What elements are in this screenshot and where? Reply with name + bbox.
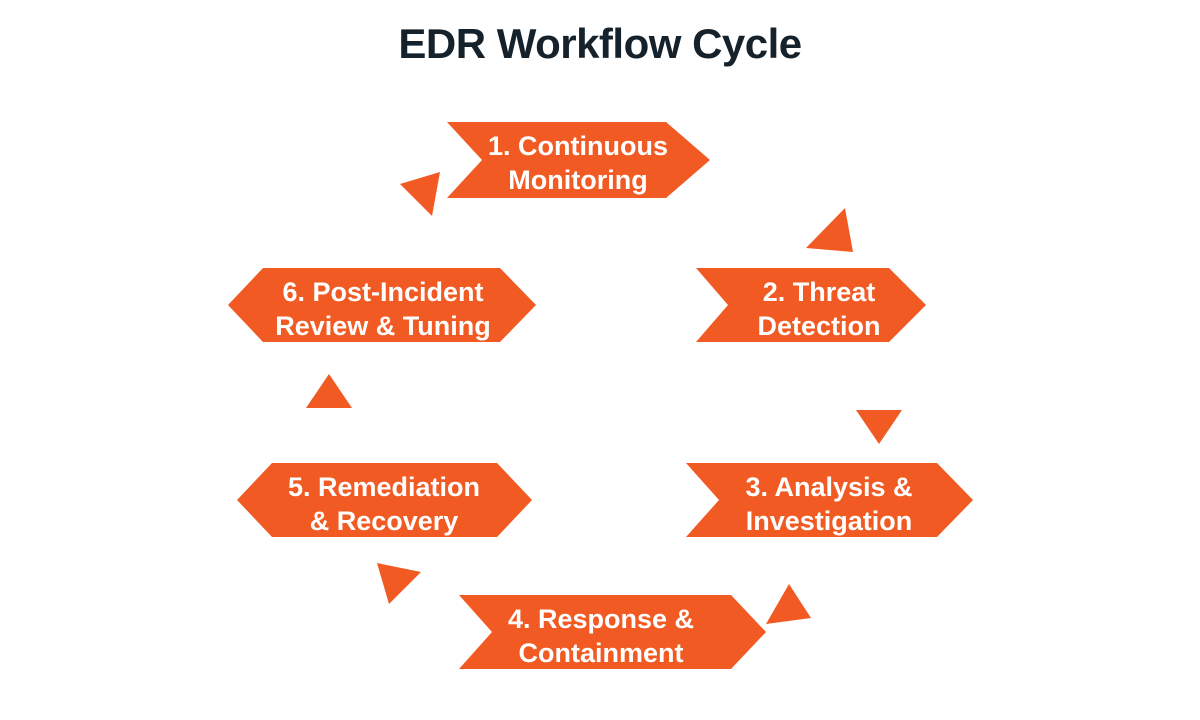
step-3-label-line2: Investigation bbox=[746, 506, 913, 536]
arrow-1-2-shaft bbox=[774, 172, 827, 228]
step-3-label-line1: 3. Analysis & bbox=[745, 472, 912, 502]
arrow-3-4-shaft bbox=[799, 565, 835, 608]
step-1-label-line2: Monitoring bbox=[508, 165, 647, 195]
connector-arrow-4-to-5 bbox=[377, 563, 430, 612]
step-5-chevron-shape bbox=[237, 463, 532, 537]
step-node-5[interactable]: 5. Remediation & Recovery bbox=[237, 463, 532, 537]
step-1-chevron-shape bbox=[447, 122, 710, 198]
connector-arrow-1-to-2 bbox=[774, 172, 853, 252]
step-4-chevron-shape bbox=[459, 595, 766, 669]
connector-arrow-5-to-6 bbox=[306, 374, 352, 408]
step-node-3[interactable]: 3. Analysis & Investigation bbox=[686, 463, 973, 537]
step-2-label-line1: 2. Threat bbox=[763, 277, 876, 307]
arrow-3-4-head bbox=[766, 584, 811, 624]
arrow-6-1-head bbox=[400, 172, 440, 216]
step-2-chevron-shape bbox=[696, 268, 926, 342]
step-node-4[interactable]: 4. Response & Containment bbox=[459, 595, 766, 669]
step-6-label-line1: 6. Post-Incident bbox=[282, 277, 483, 307]
step-4-label-line2: Containment bbox=[519, 638, 684, 668]
arrow-6-1-shaft bbox=[363, 198, 410, 250]
arrow-4-5-head bbox=[377, 563, 421, 604]
page-title: EDR Workflow Cycle bbox=[398, 20, 802, 67]
connector-arrow-2-to-3 bbox=[856, 410, 902, 444]
step-5-label-line1: 5. Remediation bbox=[288, 472, 480, 502]
step-5-label-line2: & Recovery bbox=[310, 506, 459, 536]
step-2-label-line2: Detection bbox=[757, 311, 880, 341]
step-3-chevron-shape bbox=[686, 463, 973, 537]
arrow-1-2-head bbox=[806, 208, 853, 252]
arrow-4-5-shaft bbox=[404, 588, 430, 612]
step-1-label-line1: 1. Continuous bbox=[488, 131, 668, 161]
step-4-label-line1: 4. Response & bbox=[508, 604, 694, 634]
step-6-chevron-shape bbox=[228, 268, 536, 342]
connector-arrow-3-to-4 bbox=[766, 565, 835, 624]
step-node-1[interactable]: 1. Continuous Monitoring bbox=[447, 122, 710, 198]
step-6-label-line2: Review & Tuning bbox=[275, 311, 491, 341]
step-node-2[interactable]: 2. Threat Detection bbox=[696, 268, 926, 342]
arrow-5-6-head bbox=[306, 374, 352, 408]
connector-arrow-6-to-1 bbox=[363, 172, 440, 250]
step-node-6[interactable]: 6. Post-Incident Review & Tuning bbox=[228, 268, 536, 342]
arrow-2-3-head bbox=[856, 410, 902, 444]
